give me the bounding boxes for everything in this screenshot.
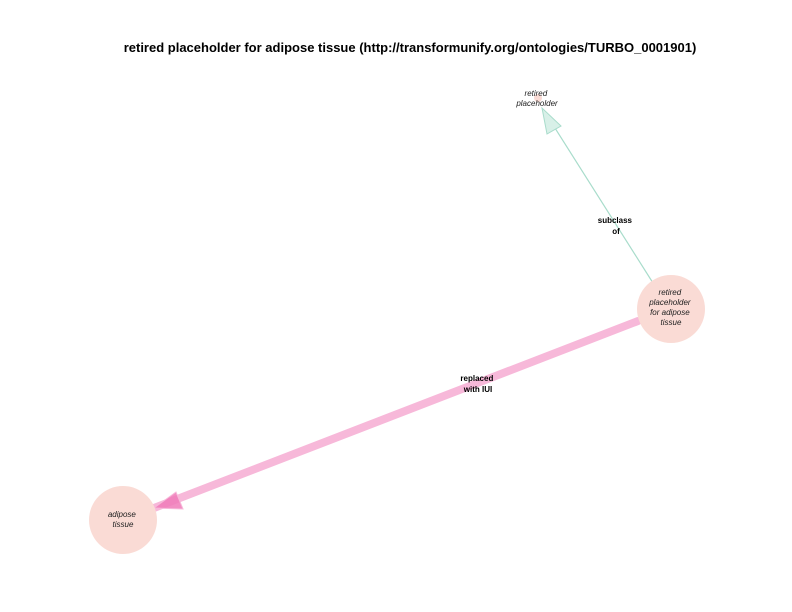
replaced-arrowhead (152, 491, 184, 510)
node-adipose-tissue[interactable]: adipose tissue (89, 486, 157, 554)
node-retired-placeholder[interactable]: retired placeholder (515, 89, 558, 108)
node-label-line: retired (525, 89, 548, 98)
subclass-edge-label: subclass of (598, 216, 634, 236)
subclass-edge-label-line-1: subclass (598, 216, 633, 225)
node-retired-placeholder-label: retired placeholder (515, 89, 558, 108)
node-label-line: adipose (108, 510, 137, 519)
node-retired-placeholder-circle (534, 94, 542, 102)
node-label-line: placeholder (515, 99, 558, 108)
replaced-edge-line (150, 317, 642, 512)
node-label-line: for adipose (650, 308, 690, 317)
node-adipose-tissue-label: adipose tissue (108, 510, 138, 529)
node-adipose-tissue-circle (89, 486, 157, 554)
replaced-edge-label-line-2: with IUI (463, 385, 492, 394)
node-retired-placeholder-adipose-label: retired placeholder for adipose tissue (648, 288, 693, 327)
node-label-line: tissue (661, 318, 682, 327)
node-label-line: placeholder (648, 298, 691, 307)
replaced-edge-label-line-1: replaced (460, 374, 493, 383)
subclass-edge-line (547, 116, 654, 284)
replaced-edge-label: replaced with IUI (460, 374, 495, 394)
node-label-line: retired (659, 288, 682, 297)
subclass-edge-label-line-2: of (612, 227, 620, 236)
node-label-line: tissue (113, 520, 134, 529)
edge-replaced-with-iui: replaced with IUI (150, 317, 642, 512)
graph-title: retired placeholder for adipose tissue (… (124, 40, 697, 55)
node-retired-placeholder-adipose[interactable]: retired placeholder for adipose tissue (637, 275, 705, 343)
subclass-arrowhead (541, 106, 562, 135)
node-retired-placeholder-adipose-circle (637, 275, 705, 343)
edge-subclass-of: subclass of (541, 106, 654, 284)
